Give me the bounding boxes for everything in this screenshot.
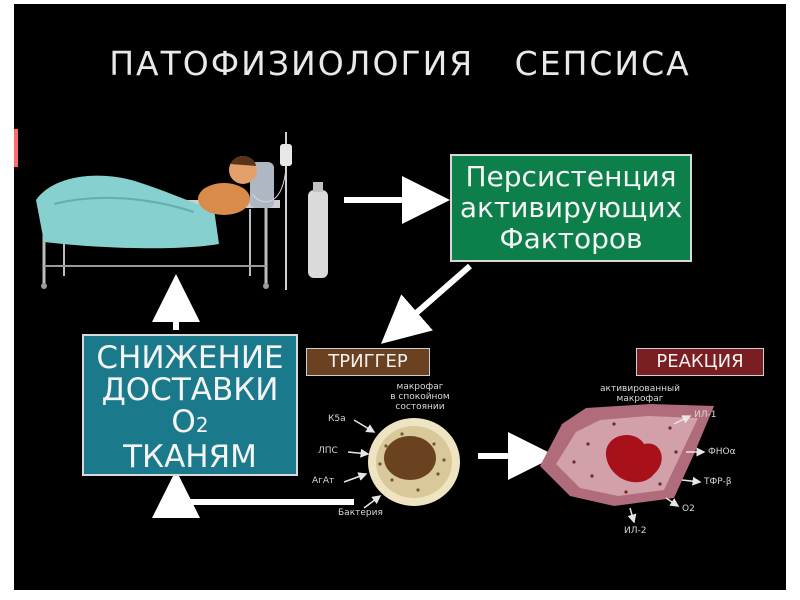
persistence-line-1: Персистенция [465,160,677,193]
output-o2: О2 [682,504,695,514]
delivery-line-4: ТКАНЯМ [123,439,257,475]
trigger-bacteria: Бактерия [338,508,383,518]
output-arrows [627,415,706,524]
activated-macrophage-caption: активированный макрофаг [590,384,690,404]
decorative-edge-mark [14,129,18,167]
oxygen-subscript: 2 [195,413,209,437]
patient-bed-illustration [36,132,328,290]
reaction-label: РЕАКЦИЯ [636,348,764,376]
resting-caption-line-3: состоянии [395,402,445,412]
reduced-delivery-box: СНИЖЕНИЕ ДОСТАВКИ О2 ТКАНЯМ [82,334,298,476]
activated-caption-line-2: макрофаг [616,394,664,404]
trigger-label: ТРИГГЕР [306,348,430,376]
persistence-line-2: активирующих [459,191,683,224]
resting-caption-line-1: макрофаг [396,382,444,392]
resting-caption-line-2: в спокойном [390,392,450,402]
trigger-lps: ЛПС [318,446,338,456]
flow-arrows [152,176,556,518]
persistence-factors-box: Персистенция активирующих Факторов [450,154,692,262]
activated-macrophage [540,404,714,506]
slide: ПАТОФИЗИОЛОГИЯ СЕПСИСА [14,4,786,590]
trigger-antigen-antibody: АгАт [312,476,335,486]
delivery-line-1: СНИЖЕНИЕ [96,340,284,376]
trigger-c5a: К5а [328,414,346,424]
slide-title: ПАТОФИЗИОЛОГИЯ СЕПСИСА [109,44,691,83]
activated-caption-line-1: активированный [600,384,680,394]
resting-macrophage [368,418,460,506]
output-il1: ИЛ-1 [694,410,717,420]
persistence-line-3: Факторов [499,222,643,255]
resting-macrophage-caption: макрофаг в спокойном состоянии [380,382,460,412]
delivery-line-3: О2 [84,406,296,441]
output-tnf: ФНОα [708,447,736,457]
output-il2: ИЛ-2 [624,526,647,536]
diagram-artwork [36,132,714,524]
oxygen-symbol: О [171,404,196,440]
output-tgf: ТФР-β [704,477,732,487]
trigger-arrows [343,419,382,509]
delivery-line-2: ДОСТАВКИ [101,372,279,408]
